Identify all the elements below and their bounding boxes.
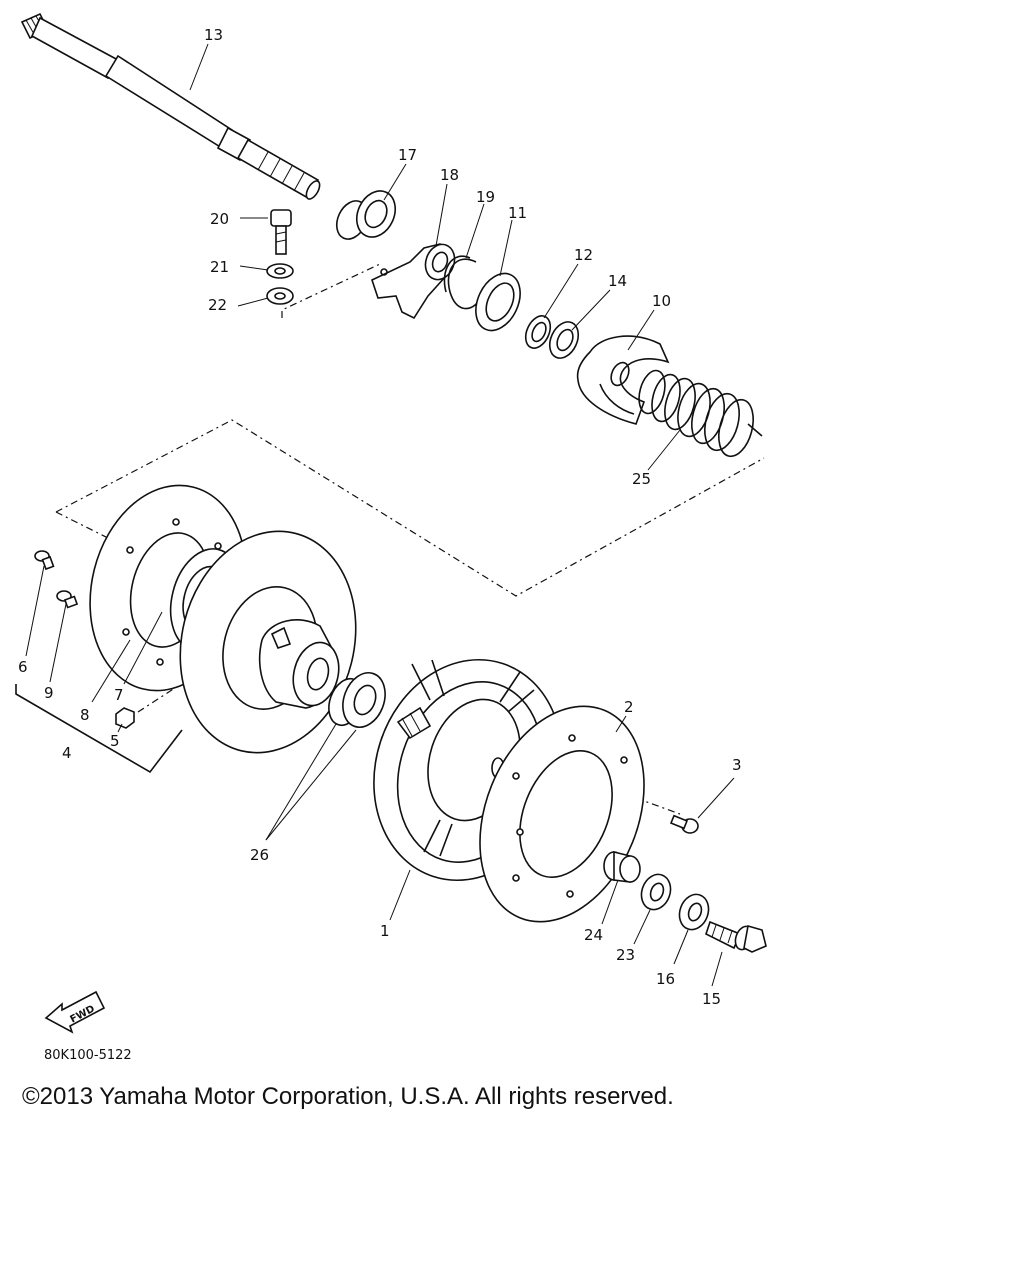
bearing-17 [335, 190, 397, 240]
part-label-16: 16 [656, 970, 675, 988]
collar-24 [603, 850, 641, 883]
plate-2 [479, 705, 645, 923]
washer-22 [266, 287, 294, 305]
part-label-11: 11 [508, 204, 527, 222]
bearings-26 [328, 672, 386, 728]
bracket-18 [371, 243, 456, 320]
part-label-1: 1 [380, 922, 390, 940]
part-label-21: 21 [210, 258, 229, 276]
circlip-19 [443, 255, 479, 310]
assembly-lines [55, 263, 765, 815]
part-label-15: 15 [702, 990, 721, 1008]
screw-3 [669, 814, 699, 834]
washer-14 [548, 321, 580, 359]
part-label-6: 6 [18, 658, 28, 676]
part-label-22: 22 [208, 296, 227, 314]
bolt-20 [270, 209, 292, 255]
washer-21 [266, 263, 294, 279]
part-label-24: 24 [584, 926, 603, 944]
washer-23 [640, 873, 672, 911]
part-label-14: 14 [608, 272, 627, 290]
bolt-6 [34, 550, 55, 571]
figure-code: 80K100-5122 [44, 1048, 132, 1063]
part-label-23: 23 [616, 946, 635, 964]
nut-5 [115, 707, 135, 729]
part-label-9: 9 [44, 684, 54, 702]
copyright-notice: ©2013 Yamaha Motor Corporation, U.S.A. A… [22, 1083, 674, 1110]
part-label-25: 25 [632, 470, 651, 488]
part-label-5: 5 [110, 732, 120, 750]
exploded-parts-diagram: 13 17 18 19 11 20 21 22 12 14 10 25 6 9 … [15, 12, 767, 1063]
cam-10 [576, 335, 670, 425]
fwd-arrow-icon: FWD [44, 990, 106, 1034]
part-label-18: 18 [440, 166, 459, 184]
part-label-26: 26 [250, 846, 269, 864]
part-label-4: 4 [62, 744, 72, 762]
part-label-13: 13 [204, 26, 223, 44]
part-label-7: 7 [114, 686, 124, 704]
washer-16 [678, 893, 710, 931]
part-labels: 13 17 18 19 11 20 21 22 12 14 10 25 6 9 … [18, 26, 742, 1008]
part-label-20: 20 [210, 210, 229, 228]
part-label-10: 10 [652, 292, 671, 310]
spring-25 [638, 369, 763, 458]
part-label-19: 19 [476, 188, 495, 206]
leader-lines [25, 43, 735, 987]
part-label-12: 12 [574, 246, 593, 264]
bolt-15 [705, 920, 767, 953]
group-bracket-4 [15, 684, 183, 774]
fixed-sheave-4 [179, 530, 357, 754]
bolt-9 [56, 590, 79, 609]
part-label-3: 3 [732, 756, 742, 774]
part-label-2: 2 [624, 698, 634, 716]
washer-11 [475, 272, 521, 332]
drive-shaft [20, 12, 321, 200]
part-label-17: 17 [398, 146, 417, 164]
part-label-8: 8 [80, 706, 90, 724]
